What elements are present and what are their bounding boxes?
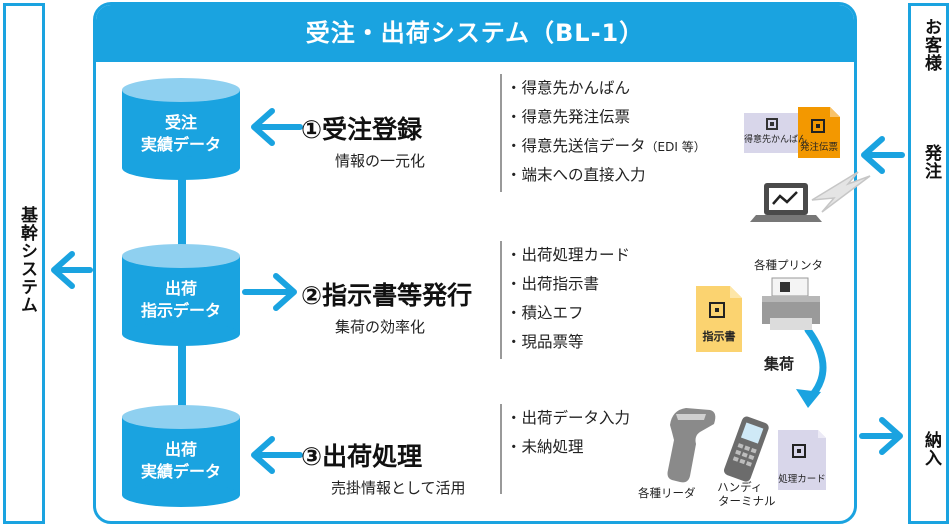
cylinder-1-line1: 受注 bbox=[164, 113, 197, 132]
shipping-process-list: ・出荷データ入力 ・未納処理 bbox=[500, 404, 630, 494]
cylinder-3-line2: 実績データ bbox=[140, 462, 221, 481]
list-item: ・出荷データ入力 bbox=[506, 409, 631, 427]
cylinder-3-line1: 出荷 bbox=[164, 440, 197, 459]
kanban-document-icon bbox=[744, 113, 804, 153]
arrow-to-order-data bbox=[251, 108, 303, 146]
list-item: ・出荷処理カード bbox=[506, 246, 631, 264]
arrow-to-core-system bbox=[51, 251, 93, 289]
step-3-title: ③出荷処理 bbox=[301, 442, 423, 471]
customer-box: お客様 発注 納入 bbox=[908, 3, 949, 524]
list-item: ・端末への直接入力 bbox=[506, 166, 646, 184]
issued-documents-list: ・出荷処理カード ・出荷指示書 ・積込エフ ・現品票等 bbox=[500, 241, 630, 359]
arrow-to-shipping-data bbox=[251, 436, 303, 474]
printer-label: 各種プリンタ bbox=[754, 258, 823, 272]
cylinder-1 bbox=[122, 78, 240, 180]
order-slip-label: 発注伝票 bbox=[799, 142, 838, 153]
arrow-order-in bbox=[861, 136, 905, 174]
collection-label: 集荷 bbox=[764, 355, 795, 373]
cylinder-2-line1: 出荷 bbox=[164, 279, 197, 298]
list-item: ・得意先発注伝票 bbox=[506, 108, 631, 126]
printer-icon bbox=[762, 277, 820, 330]
lightning-icon bbox=[811, 171, 871, 213]
processing-card-icon bbox=[778, 430, 826, 490]
cylinder-2-line2: 指示データ bbox=[140, 301, 221, 320]
system-title: 受注・出荷システム（BL-1） bbox=[96, 5, 854, 62]
order-slip-icon bbox=[798, 107, 840, 158]
cylinder-2-label: 出荷 指示データ bbox=[122, 278, 240, 322]
handy-terminal-label: ハンディ ターミナル bbox=[717, 480, 776, 508]
list-item: ・現品票等 bbox=[506, 333, 584, 351]
laptop-icon bbox=[750, 183, 822, 222]
list-item: ・未納処理 bbox=[506, 438, 584, 456]
customer-label: お客様 bbox=[921, 18, 941, 72]
core-system-box: 基幹システム bbox=[3, 3, 45, 524]
order-label: 発注 bbox=[921, 144, 941, 180]
step-2-subtitle: 集荷の効率化 bbox=[335, 318, 426, 336]
step-1-title: ①受注登録 bbox=[301, 115, 423, 144]
list-item: ・得意先かんばん bbox=[506, 79, 631, 97]
list-item: ・積込エフ bbox=[506, 304, 584, 322]
collection-curve-arrow bbox=[796, 326, 827, 408]
reader-label: 各種リーダ bbox=[638, 486, 696, 500]
step-2-title: ②指示書等発行 bbox=[301, 281, 473, 310]
cylinder-3 bbox=[122, 405, 240, 507]
arrow-delivery-out bbox=[859, 417, 903, 455]
step-1-subtitle: 情報の一元化 bbox=[335, 152, 426, 170]
core-system-label: 基幹システム bbox=[17, 206, 37, 314]
cylinder-1-label: 受注 実績データ bbox=[122, 112, 240, 156]
step-3-subtitle: 売掛情報として活用 bbox=[331, 479, 466, 497]
arrow-to-instruction-step bbox=[242, 273, 297, 311]
list-item: ・出荷指示書 bbox=[506, 275, 600, 293]
list-item: ・得意先送信データ（EDI 等） bbox=[506, 137, 706, 155]
cylinder-2 bbox=[122, 244, 240, 346]
instruction-label: 指示書 bbox=[702, 330, 736, 343]
cylinder-1-line2: 実績データ bbox=[140, 135, 221, 154]
order-sources-list: ・得意先かんばん ・得意先発注伝票 ・得意先送信データ（EDI 等） ・端末への… bbox=[500, 74, 706, 192]
cylinder-3-label: 出荷 実績データ bbox=[122, 439, 240, 483]
card-label: 処理カード bbox=[778, 474, 826, 485]
handy-terminal-icon bbox=[723, 416, 769, 482]
instruction-document-icon bbox=[696, 286, 742, 352]
delivery-label: 納入 bbox=[921, 431, 941, 467]
barcode-reader-icon bbox=[667, 408, 716, 483]
kanban-label: 得意先かんばん bbox=[744, 135, 808, 145]
